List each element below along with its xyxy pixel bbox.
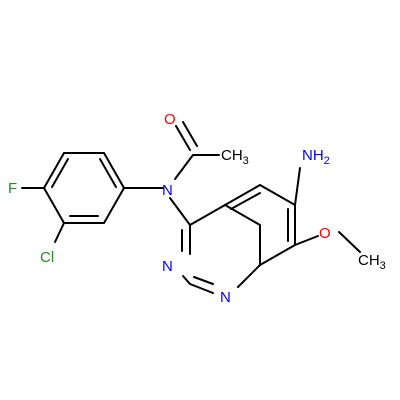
bond-carbonyl-double-a [175, 125, 191, 151]
bond-ring-a-3 [43, 152, 65, 189]
bond-n1-c8a [237, 264, 261, 288]
atom-oxygen-carbonyl: O [164, 111, 176, 128]
bond-c7-o [294, 235, 319, 246]
bond-c2-n1 [189, 283, 214, 294]
bond-n-c4 [169, 197, 191, 226]
methyl-acetyl-main: CH [221, 147, 243, 164]
bond-c4-c4a [189, 204, 226, 226]
bond-c5-c6 [259, 184, 296, 206]
bond-c2-n1-inner [193, 276, 214, 285]
bond-c4a-c5 [224, 184, 261, 206]
bond-c4a-c5-inner [230, 192, 261, 210]
atom-fluorine: F [8, 180, 17, 197]
atom-labels: O N CH3 NH2 F Cl O CH3 N N [8, 111, 386, 306]
bonds [21, 121, 361, 294]
bond-c7-c8 [259, 244, 296, 266]
atom-methyl-methoxy: CH3 [358, 252, 386, 272]
atom-nitrogen-amide: N [162, 182, 173, 199]
methyl-methoxy-main: CH [358, 252, 380, 269]
bond-c-cl [54, 222, 65, 243]
bond-ring-a-1-inner [99, 158, 117, 188]
bond-carbonyl-n [174, 154, 194, 180]
methyl-methoxy-subscript: 3 [380, 260, 386, 272]
bond-carbonyl-double-b [182, 121, 198, 147]
bond-ring-a-4 [43, 187, 65, 224]
bond-c6-nh2 [294, 167, 301, 206]
bond-ring-a-1 [103, 152, 125, 189]
amino-subscript: 2 [324, 155, 330, 167]
atom-amino-group: NH2 [302, 147, 330, 167]
bond-ring-a-6 [103, 187, 125, 224]
bond-o-ch3 [338, 231, 361, 253]
atom-nitrogen-n1: N [220, 289, 231, 306]
atom-nitrogen-n3: N [162, 258, 173, 275]
bond-ring-a-3-inner [51, 158, 69, 188]
methyl-acetyl-subscript: 3 [243, 155, 249, 167]
atom-oxygen-methoxy: O [319, 225, 331, 242]
bond-n3-c2 [182, 275, 191, 285]
atom-chlorine: Cl [40, 249, 54, 266]
amino-main: NH [302, 147, 324, 164]
atom-methyl-acetyl: CH3 [221, 147, 249, 167]
bond-c4a-c8a [224, 204, 261, 226]
